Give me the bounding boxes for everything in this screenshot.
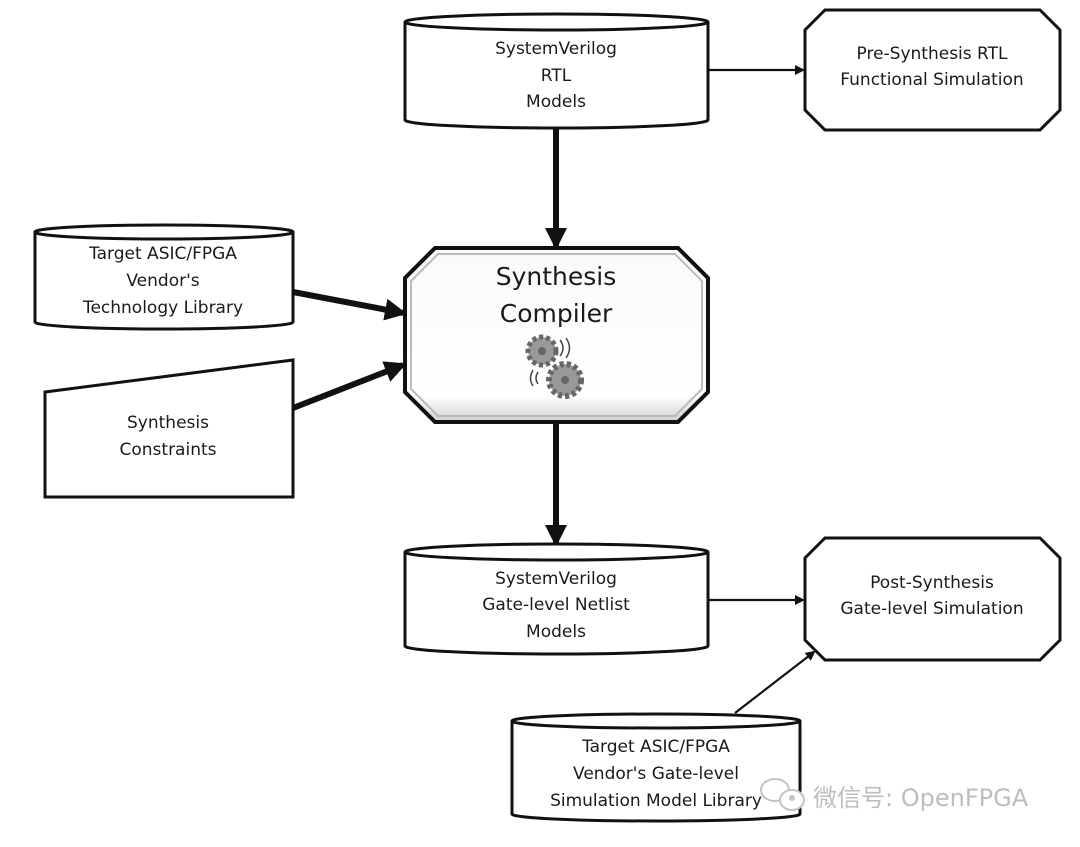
node-synthesis-constraints: Synthesis Constraints xyxy=(43,358,295,499)
arrow-gatelib-to-postsim xyxy=(734,650,816,714)
label: RTL xyxy=(541,66,572,86)
label: Target ASIC/FPGA xyxy=(581,737,730,757)
label: Synthesis xyxy=(127,413,209,433)
node-pre-synthesis-simulation: Pre-Synthesis RTL Functional Simulation xyxy=(803,8,1062,132)
arrow-library-to-compiler xyxy=(292,289,407,321)
node-technology-library: Target ASIC/FPGA Vendor's Technology Lib… xyxy=(33,223,295,331)
label: SystemVerilog xyxy=(495,569,617,589)
node-rtl-models: SystemVerilog RTL Models xyxy=(403,12,710,130)
label: Gate-level Simulation xyxy=(840,599,1023,619)
label: SystemVerilog xyxy=(495,39,617,59)
node-post-synthesis-simulation: Post-Synthesis Gate-level Simulation xyxy=(803,536,1062,662)
label: Target ASIC/FPGA xyxy=(88,244,237,264)
watermark-text: 微信号: OpenFPGA xyxy=(813,784,1029,812)
label: Gate-level Netlist xyxy=(482,595,630,615)
label: Models xyxy=(526,92,586,112)
gears-icon xyxy=(525,334,584,399)
node-gate-level-simulation-library: Target ASIC/FPGA Vendor's Gate-level Sim… xyxy=(510,712,802,823)
label: Vendor's xyxy=(126,271,199,291)
label: Compiler xyxy=(500,299,613,328)
node-synthesis-compiler: Synthesis Compiler xyxy=(403,246,710,424)
label: Constraints xyxy=(120,440,217,460)
label: Technology Library xyxy=(82,298,243,318)
label: Vendor's Gate-level xyxy=(573,764,739,784)
wechat-icon xyxy=(760,778,805,811)
arrow-constraints-to-compiler xyxy=(291,361,407,411)
label: Simulation Model Library xyxy=(550,791,762,811)
label: Post-Synthesis xyxy=(870,573,994,593)
label: Pre-Synthesis RTL xyxy=(857,44,1008,64)
node-netlist-models: SystemVerilog Gate-level Netlist Models xyxy=(403,542,710,656)
label: Functional Simulation xyxy=(840,70,1023,90)
label: Models xyxy=(526,622,586,642)
watermark: 微信号: OpenFPGA xyxy=(760,778,1029,812)
label: Synthesis xyxy=(496,262,617,291)
